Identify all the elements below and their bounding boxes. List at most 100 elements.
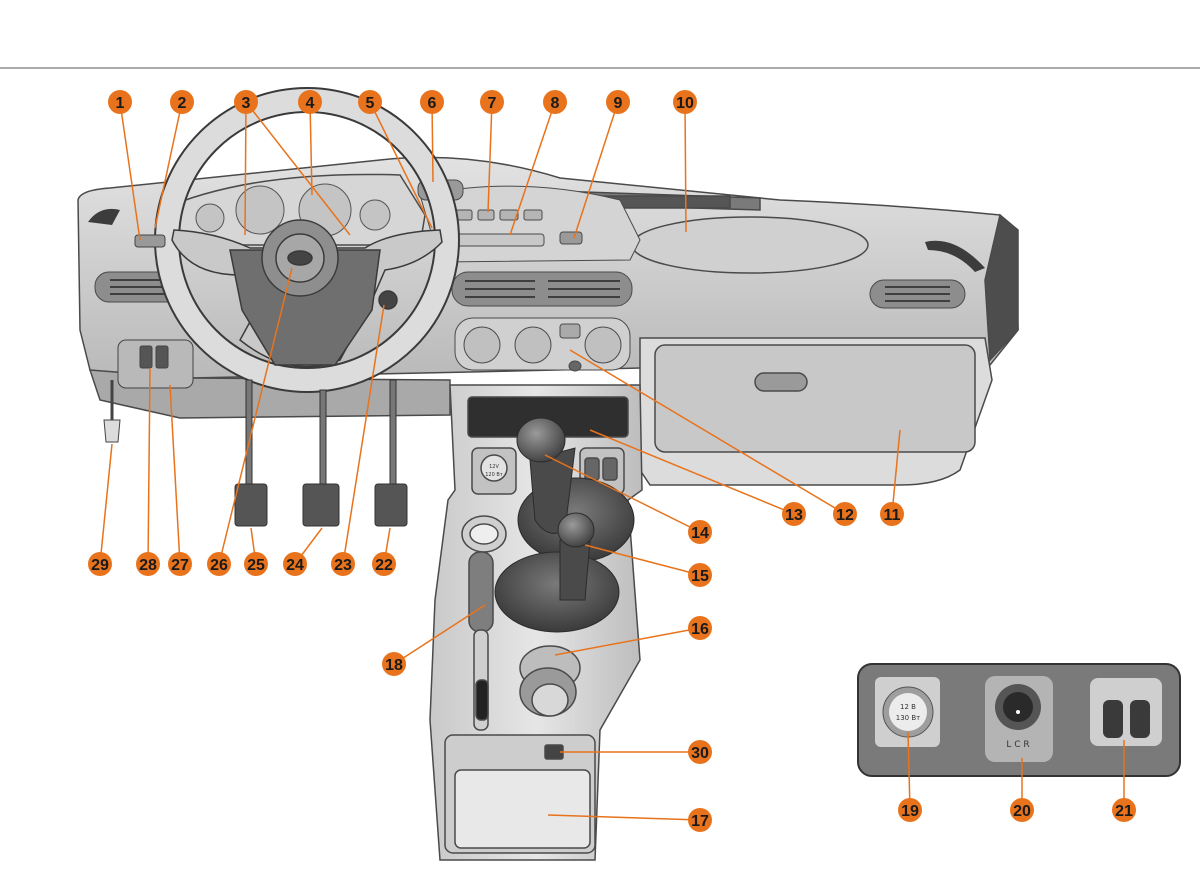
callout-circle [358, 90, 382, 114]
callout-28: 28 [136, 552, 160, 576]
callout-circle [136, 552, 160, 576]
callout-label: 17 [691, 813, 709, 830]
callout-label: 13 [785, 507, 803, 524]
callout-circle [673, 90, 697, 114]
callout-circle [606, 90, 630, 114]
left-side-vent [88, 208, 181, 303]
leader-line-27 [169, 384, 181, 565]
callout-circle [880, 502, 904, 526]
leader-line-11 [891, 429, 901, 515]
leader-line-6 [431, 101, 434, 183]
callout-circle [782, 502, 806, 526]
callout-circle [688, 616, 712, 640]
callout-2: 2 [170, 90, 194, 114]
callout-circle [168, 552, 192, 576]
leader-lines [99, 101, 1125, 821]
leader-line-15 [584, 544, 701, 576]
gear-levers [494, 417, 635, 633]
callout-circle [88, 552, 112, 576]
callout-circle [1010, 798, 1034, 822]
callout-5: 5 [358, 90, 382, 114]
callout-label: 16 [691, 621, 709, 638]
console-socket-power: 120 Вт [485, 472, 503, 478]
callout-circle [688, 740, 712, 764]
callout-circle [207, 552, 231, 576]
callout-30: 30 [688, 740, 712, 764]
leader-line-10 [684, 101, 687, 233]
callout-label: 19 [901, 803, 919, 820]
callout-circle [234, 90, 258, 114]
callout-label: 22 [375, 557, 393, 574]
callout-9: 9 [606, 90, 630, 114]
callout-10: 10 [673, 90, 697, 114]
callout-1: 1 [108, 90, 132, 114]
callout-4: 4 [298, 90, 322, 114]
callout-11: 11 [880, 502, 904, 526]
callout-19: 19 [898, 798, 922, 822]
leader-line-26 [218, 267, 293, 565]
callout-circle [688, 808, 712, 832]
leader-line-12 [569, 349, 846, 515]
leader-line-7 [487, 101, 493, 213]
leader-line-2 [154, 101, 183, 229]
callout-25: 25 [244, 552, 268, 576]
callout-label: 28 [139, 557, 157, 574]
callout-18: 18 [382, 652, 406, 676]
callout-label: 21 [1115, 803, 1133, 820]
callout-circle [283, 552, 307, 576]
callout-circle [331, 552, 355, 576]
console-socket-voltage: 12V [489, 464, 499, 470]
leader-line-29 [99, 443, 113, 565]
callout-circle [543, 90, 567, 114]
leader-line-8 [509, 101, 556, 236]
callout-label: 10 [676, 95, 694, 112]
callout-circle [480, 90, 504, 114]
callout-label: 12 [836, 507, 854, 524]
leader-line-3 [244, 101, 247, 236]
callout-20: 20 [1010, 798, 1034, 822]
callout-circle [688, 563, 712, 587]
callout-label: 9 [614, 95, 623, 112]
callout-22: 22 [372, 552, 396, 576]
callout-label: 15 [691, 568, 709, 585]
leader-line-5 [369, 101, 433, 229]
callout-7: 7 [480, 90, 504, 114]
inset-knob-scale: L C R [1006, 740, 1029, 750]
callout-label: 6 [428, 95, 437, 112]
callout-label: 2 [178, 95, 187, 112]
light-switch-panel [117, 234, 194, 389]
leader-line-9 [573, 101, 619, 239]
leader-line-4 [309, 101, 313, 196]
callout-27: 27 [168, 552, 192, 576]
callout-label: 18 [385, 657, 403, 674]
callout-label: 23 [334, 557, 352, 574]
callout-17: 17 [688, 808, 712, 832]
callout-label: 27 [171, 557, 189, 574]
callout-circle [108, 90, 132, 114]
leader-line-1 [119, 101, 141, 241]
inset-switch-panel [857, 663, 1181, 777]
hood-release [103, 380, 121, 443]
callout-label: 11 [884, 507, 901, 524]
callout-label: 25 [247, 557, 265, 574]
callout-label: 26 [210, 557, 228, 574]
callout-label: 20 [1013, 803, 1031, 820]
callout-label: 8 [551, 95, 560, 112]
callout-8: 8 [543, 90, 567, 114]
callout-6: 6 [420, 90, 444, 114]
callout-24: 24 [283, 552, 307, 576]
leader-line-13 [589, 429, 795, 515]
callout-circle [688, 520, 712, 544]
callout-label: 7 [488, 95, 497, 112]
callout-label: 14 [691, 525, 709, 542]
leader-line-18 [393, 604, 486, 665]
leader-line-23 [342, 304, 385, 565]
callout-label: 29 [91, 557, 109, 574]
callout-15: 15 [688, 563, 712, 587]
leader-line-3 [245, 101, 351, 236]
leader-line-16 [554, 627, 701, 656]
callout-12: 12 [833, 502, 857, 526]
right-side-vent [869, 240, 985, 309]
callout-13: 13 [782, 502, 806, 526]
callout-circle [1112, 798, 1136, 822]
